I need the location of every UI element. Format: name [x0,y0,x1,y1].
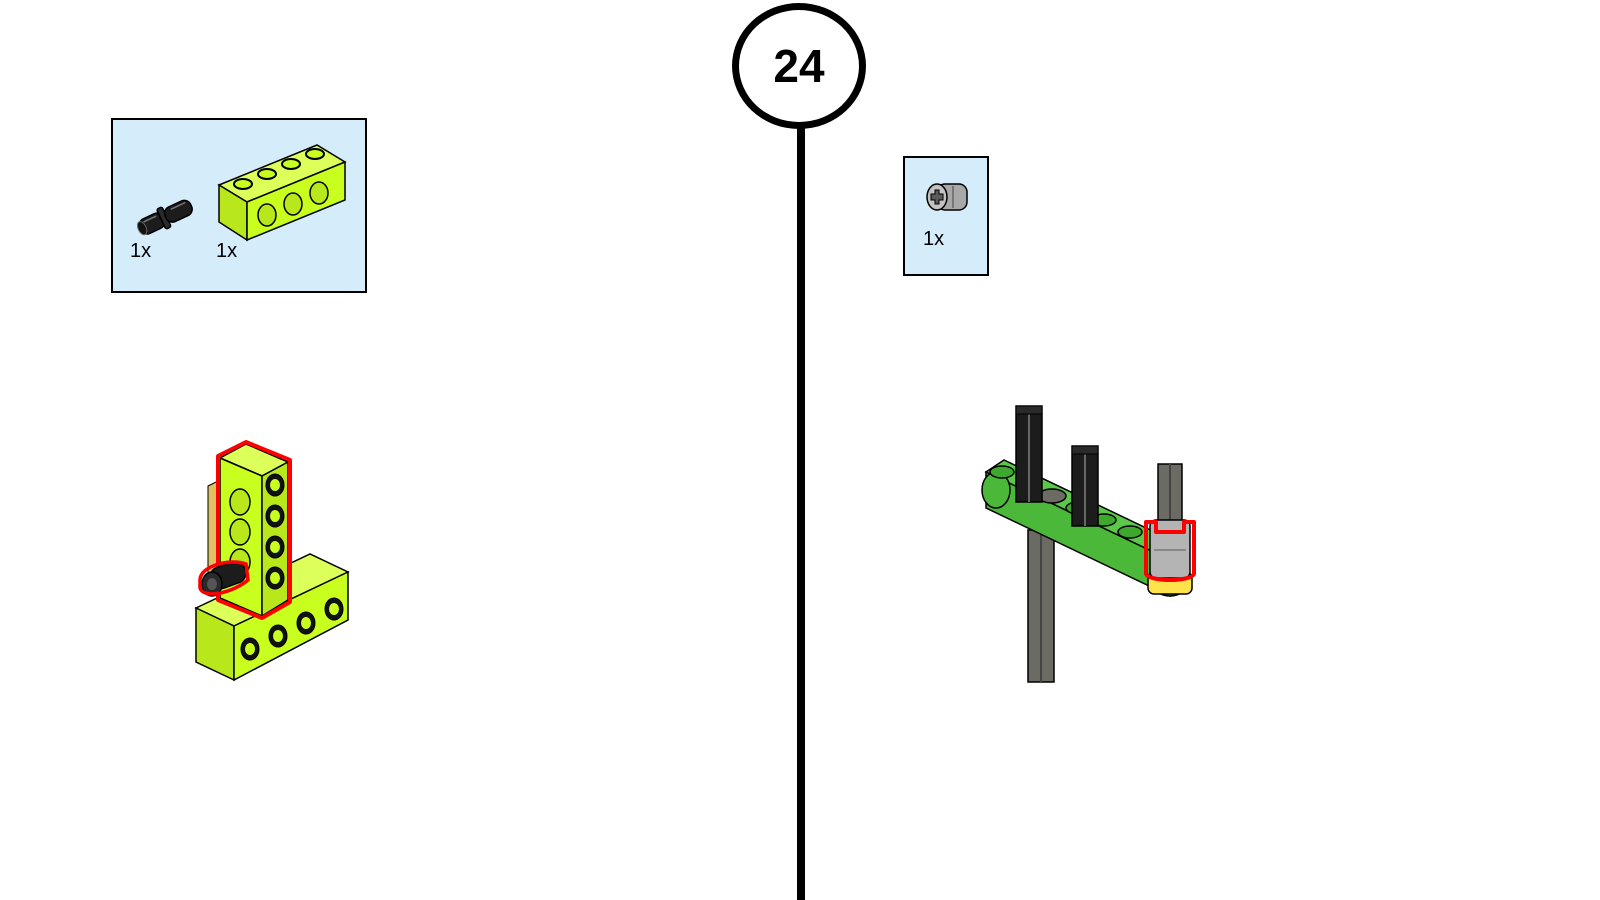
step-number: 24 [773,40,825,92]
parts-callout-right: 1x [903,156,989,276]
lime-technic-brick-1x4-icon [217,144,347,242]
green-beam-axle-assembly-icon [981,405,1196,683]
gray-bush-icon [926,183,968,211]
step-divider-line [797,128,805,900]
part-quantity: 1x [216,240,238,262]
step-number-badge: 24 [732,3,866,129]
black-friction-pin-icon [136,199,193,236]
part-quantity: 1x [130,240,152,262]
part-quantity: 1x [923,228,945,250]
lime-brick-assembly-icon [194,440,350,682]
parts-callout-left: 1x 1x [111,118,367,293]
